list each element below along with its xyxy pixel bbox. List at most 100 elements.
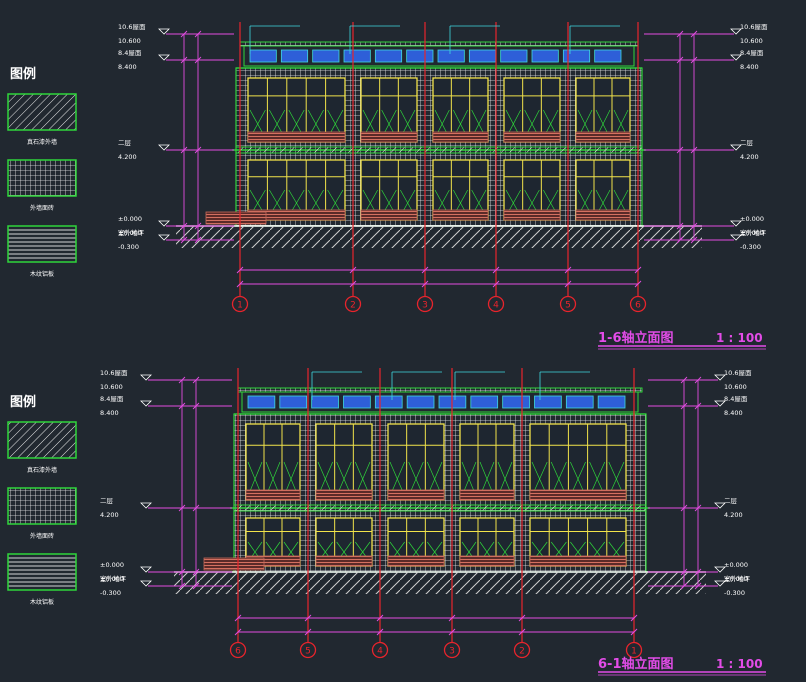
dimension-tick: [234, 614, 242, 622]
axis-bubble: [625, 641, 643, 659]
level-marker-left: [140, 502, 152, 509]
level-name-left: ±0.000: [118, 215, 142, 223]
level-marker-left: [158, 234, 170, 241]
vertical-dimension-tick: [694, 402, 702, 410]
vertical-dimension-tick: [192, 568, 200, 576]
vertical-dimension-tick: [676, 222, 684, 230]
dimension-tick: [236, 280, 244, 288]
dimension-tick: [564, 266, 572, 274]
vertical-dimension-tick: [178, 568, 186, 576]
vertical-dimension-tick: [690, 222, 698, 230]
roof-panel: [470, 395, 499, 409]
legend-label: 真石漆外墙: [27, 466, 57, 474]
axis-label: 3: [422, 301, 428, 311]
dimension-tick: [518, 628, 526, 636]
axis-label: 4: [377, 647, 383, 657]
legend-label: 木纹铝板: [30, 270, 54, 278]
dimension-tick: [236, 266, 244, 274]
vertical-dimension-tick: [180, 222, 188, 230]
window-sill-panel: [575, 209, 631, 221]
dimension-tick: [564, 280, 572, 288]
level-marker-left: [140, 566, 152, 573]
vertical-dimension-tick: [694, 504, 702, 512]
vertical-dimension-tick: [680, 376, 688, 384]
dimension-tick: [492, 266, 500, 274]
level-marker-right: [730, 144, 742, 151]
level-name-right: 二层: [724, 497, 738, 505]
window-sill-panel: [503, 131, 561, 143]
level-name-left: 室外地坪: [100, 574, 127, 583]
axis-bubble: [513, 641, 531, 659]
vertical-dimension-tick: [676, 146, 684, 154]
roof-panel: [406, 395, 435, 409]
entrance-step: [205, 211, 267, 225]
axis-label: 6: [235, 647, 241, 657]
upper-window: [360, 77, 418, 143]
upper-window: [503, 77, 561, 143]
vertical-dimension-tick: [178, 402, 186, 410]
upper-window: [529, 423, 627, 501]
upper-window: [247, 77, 346, 143]
level-name-right: 室外地坪: [740, 228, 767, 237]
level-marker-right: [714, 400, 726, 407]
axis-bubble: [629, 295, 647, 313]
level-name-left: 室外地坪: [118, 228, 145, 237]
vertical-dimension-tick: [690, 56, 698, 64]
floor-slab: [233, 504, 647, 512]
window-sill-panel: [432, 209, 489, 221]
vertical-dimension-tick: [690, 146, 698, 154]
vertical-dimension-tick: [192, 504, 200, 512]
dimension-tick: [518, 614, 526, 622]
level-marker-left: [158, 28, 170, 35]
vertical-dimension-tick: [676, 236, 684, 244]
roof-panel: [502, 395, 530, 409]
vertical-dimension-tick: [680, 504, 688, 512]
vertical-dimension-tick: [690, 30, 698, 38]
window-sill-panel: [387, 555, 445, 567]
window-sill-panel: [503, 209, 561, 221]
window-sill-panel: [387, 489, 445, 501]
axis-bubble: [371, 641, 389, 659]
level-name-left: 8.4屋面: [118, 49, 142, 57]
roof-panel: [280, 49, 309, 63]
roof-panel: [279, 395, 308, 409]
level-name-right: ±0.000: [724, 561, 748, 569]
vertical-dimension-tick: [178, 504, 186, 512]
level-marker-right: [730, 54, 742, 61]
axis-bubble: [443, 641, 461, 659]
level-value-right: 4.200: [740, 153, 759, 161]
elevation-scale: 1 : 100: [716, 331, 763, 345]
vertical-dimension-tick: [178, 582, 186, 590]
vertical-dimension-tick: [690, 236, 698, 244]
roof-panel: [531, 49, 559, 63]
level-marker-left: [140, 374, 152, 381]
axis-bubble: [344, 295, 362, 313]
vertical-dimension-tick: [694, 582, 702, 590]
level-name-right: 二层: [740, 139, 754, 147]
level-marker-right: [714, 566, 726, 573]
level-value-right: -0.300: [724, 589, 745, 597]
window-sill-panel: [529, 555, 627, 567]
legend-swatch: [7, 225, 77, 263]
level-marker-left: [158, 220, 170, 227]
vertical-dimension-tick: [194, 146, 202, 154]
roof-panel: [594, 49, 622, 63]
window-sill-panel: [459, 555, 515, 567]
legend-swatch: [7, 93, 77, 131]
legend-swatch: [7, 487, 77, 525]
dimension-tick: [421, 266, 429, 274]
vertical-dimension-tick: [194, 30, 202, 38]
roof-panel: [343, 395, 371, 409]
dimension-tick: [376, 628, 384, 636]
level-value-right: 8.400: [740, 63, 759, 71]
dimension-tick: [349, 266, 357, 274]
level-marker-right: [730, 220, 742, 227]
roof-band: [241, 391, 639, 413]
legend-swatch: [7, 159, 77, 197]
level-value-right: 8.400: [724, 409, 743, 417]
axis-bubble: [487, 295, 505, 313]
dimension-tick: [448, 628, 456, 636]
